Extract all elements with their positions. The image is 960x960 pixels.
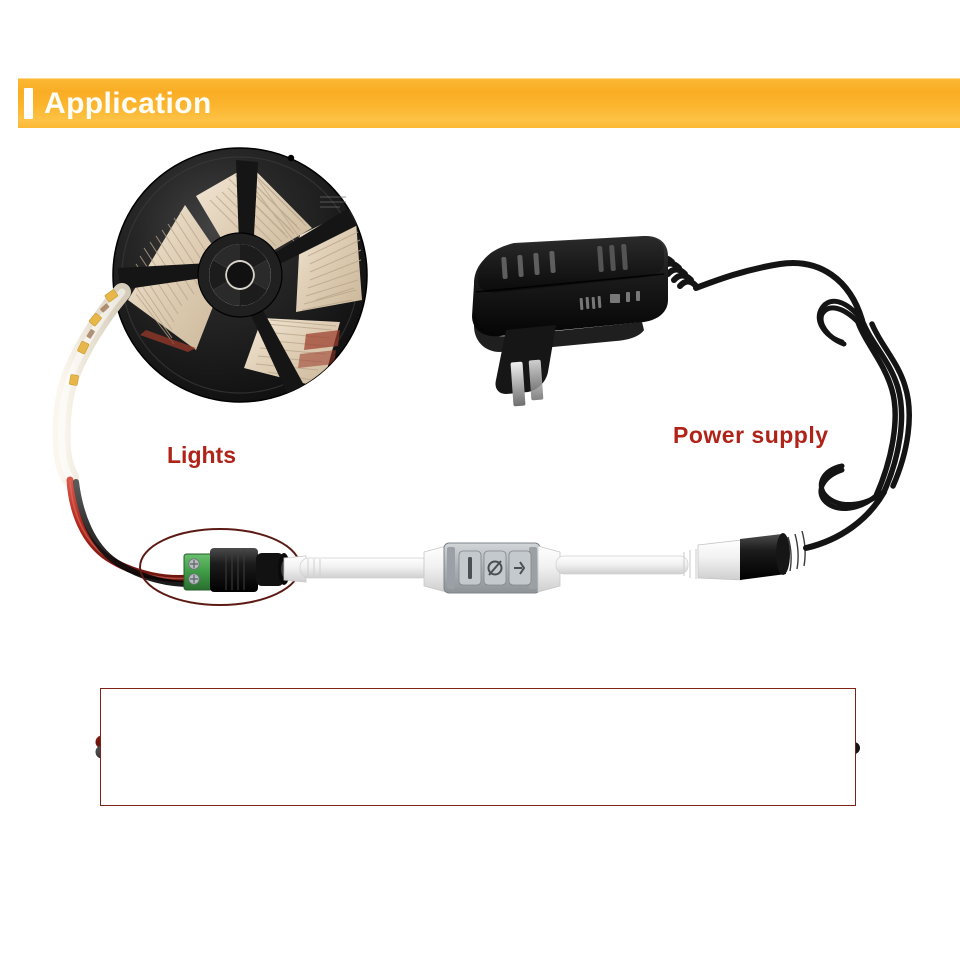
banner-accent-bar <box>24 88 33 119</box>
white-dc-cable <box>283 539 743 594</box>
psu-label <box>579 291 640 310</box>
dimmer-button-power[interactable] <box>508 550 532 586</box>
section-banner <box>18 78 960 128</box>
inline-dimmer[interactable] <box>443 542 541 594</box>
label-lights: Lights <box>167 442 236 468</box>
psu-output-cable <box>693 260 912 551</box>
detail-panel-frame <box>100 688 856 806</box>
psu-eu-plug <box>495 325 556 407</box>
led-strip-tail <box>52 283 131 487</box>
strip-lead-wires <box>66 476 194 587</box>
dimmer-button-mode[interactable] <box>483 550 507 586</box>
dimmer-button-brightness[interactable] <box>458 550 482 586</box>
black-dc-plug <box>740 530 806 580</box>
label-power-supply: Power supply <box>673 422 829 448</box>
white-female-jack <box>683 539 743 581</box>
strip-side-dc-connector <box>183 548 290 592</box>
led-strip-reel <box>112 147 368 403</box>
power-adapter <box>472 236 699 407</box>
page-title: Application <box>44 87 212 120</box>
